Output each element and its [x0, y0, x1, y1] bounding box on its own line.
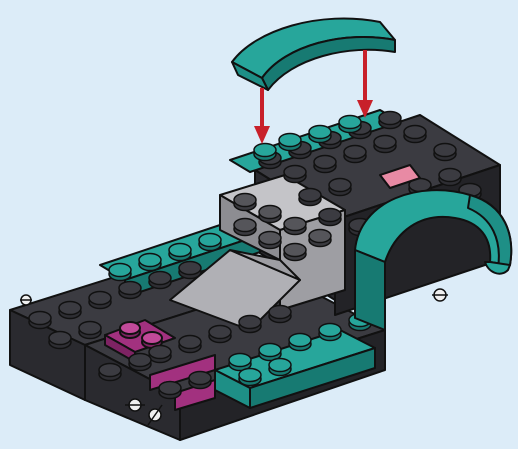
- black-stud: [129, 354, 151, 371]
- gray-block-stud: [284, 218, 306, 235]
- black-stud: [439, 169, 461, 186]
- gray-block-stud: [309, 230, 331, 247]
- black-stud: [189, 372, 211, 389]
- black-stud: [284, 166, 306, 183]
- teal-stud: [309, 126, 331, 143]
- arrow-down-icon: [254, 88, 270, 144]
- gray-block-stud: [259, 232, 281, 249]
- teal-stud: [254, 144, 276, 161]
- teal-stud: [339, 116, 361, 133]
- black-stud: [374, 136, 396, 153]
- teal-stud: [319, 324, 341, 341]
- teal-stud: [169, 244, 191, 261]
- black-stud: [49, 332, 71, 349]
- black-stud: [29, 312, 51, 329]
- black-stud: [269, 306, 291, 323]
- gray-block-stud: [284, 244, 306, 261]
- black-stud: [89, 292, 111, 309]
- wheel-pin-icon: [20, 295, 32, 305]
- black-stud: [79, 322, 101, 339]
- wheel-pin-icon: [432, 289, 448, 301]
- gray-block-stud: [234, 194, 256, 211]
- black-stud: [159, 382, 181, 399]
- teal-stud: [199, 234, 221, 251]
- wing-piece: [232, 18, 395, 90]
- gray-block-stud: [234, 219, 256, 236]
- teal-stud: [269, 359, 291, 376]
- black-stud: [434, 144, 456, 161]
- black-stud: [299, 189, 321, 206]
- black-stud: [404, 126, 426, 143]
- black-stud: [329, 179, 351, 196]
- black-stud: [209, 326, 231, 343]
- teal-stud: [279, 134, 301, 151]
- black-stud: [149, 346, 171, 363]
- black-stud: [379, 112, 401, 129]
- black-stud: [239, 316, 261, 333]
- gray-block-stud: [259, 206, 281, 223]
- teal-stud: [139, 254, 161, 271]
- black-stud: [314, 156, 336, 173]
- black-stud: [99, 364, 121, 381]
- teal-stud: [289, 334, 311, 351]
- teal-stud: [239, 369, 261, 386]
- black-stud: [59, 302, 81, 319]
- black-stud: [179, 262, 201, 279]
- black-stud: [344, 146, 366, 163]
- arrow-down-icon: [357, 50, 373, 118]
- black-stud: [179, 336, 201, 353]
- black-stud: [149, 272, 171, 289]
- black-stud: [119, 282, 141, 299]
- black-stud: [319, 209, 341, 226]
- teal-stud: [109, 264, 131, 281]
